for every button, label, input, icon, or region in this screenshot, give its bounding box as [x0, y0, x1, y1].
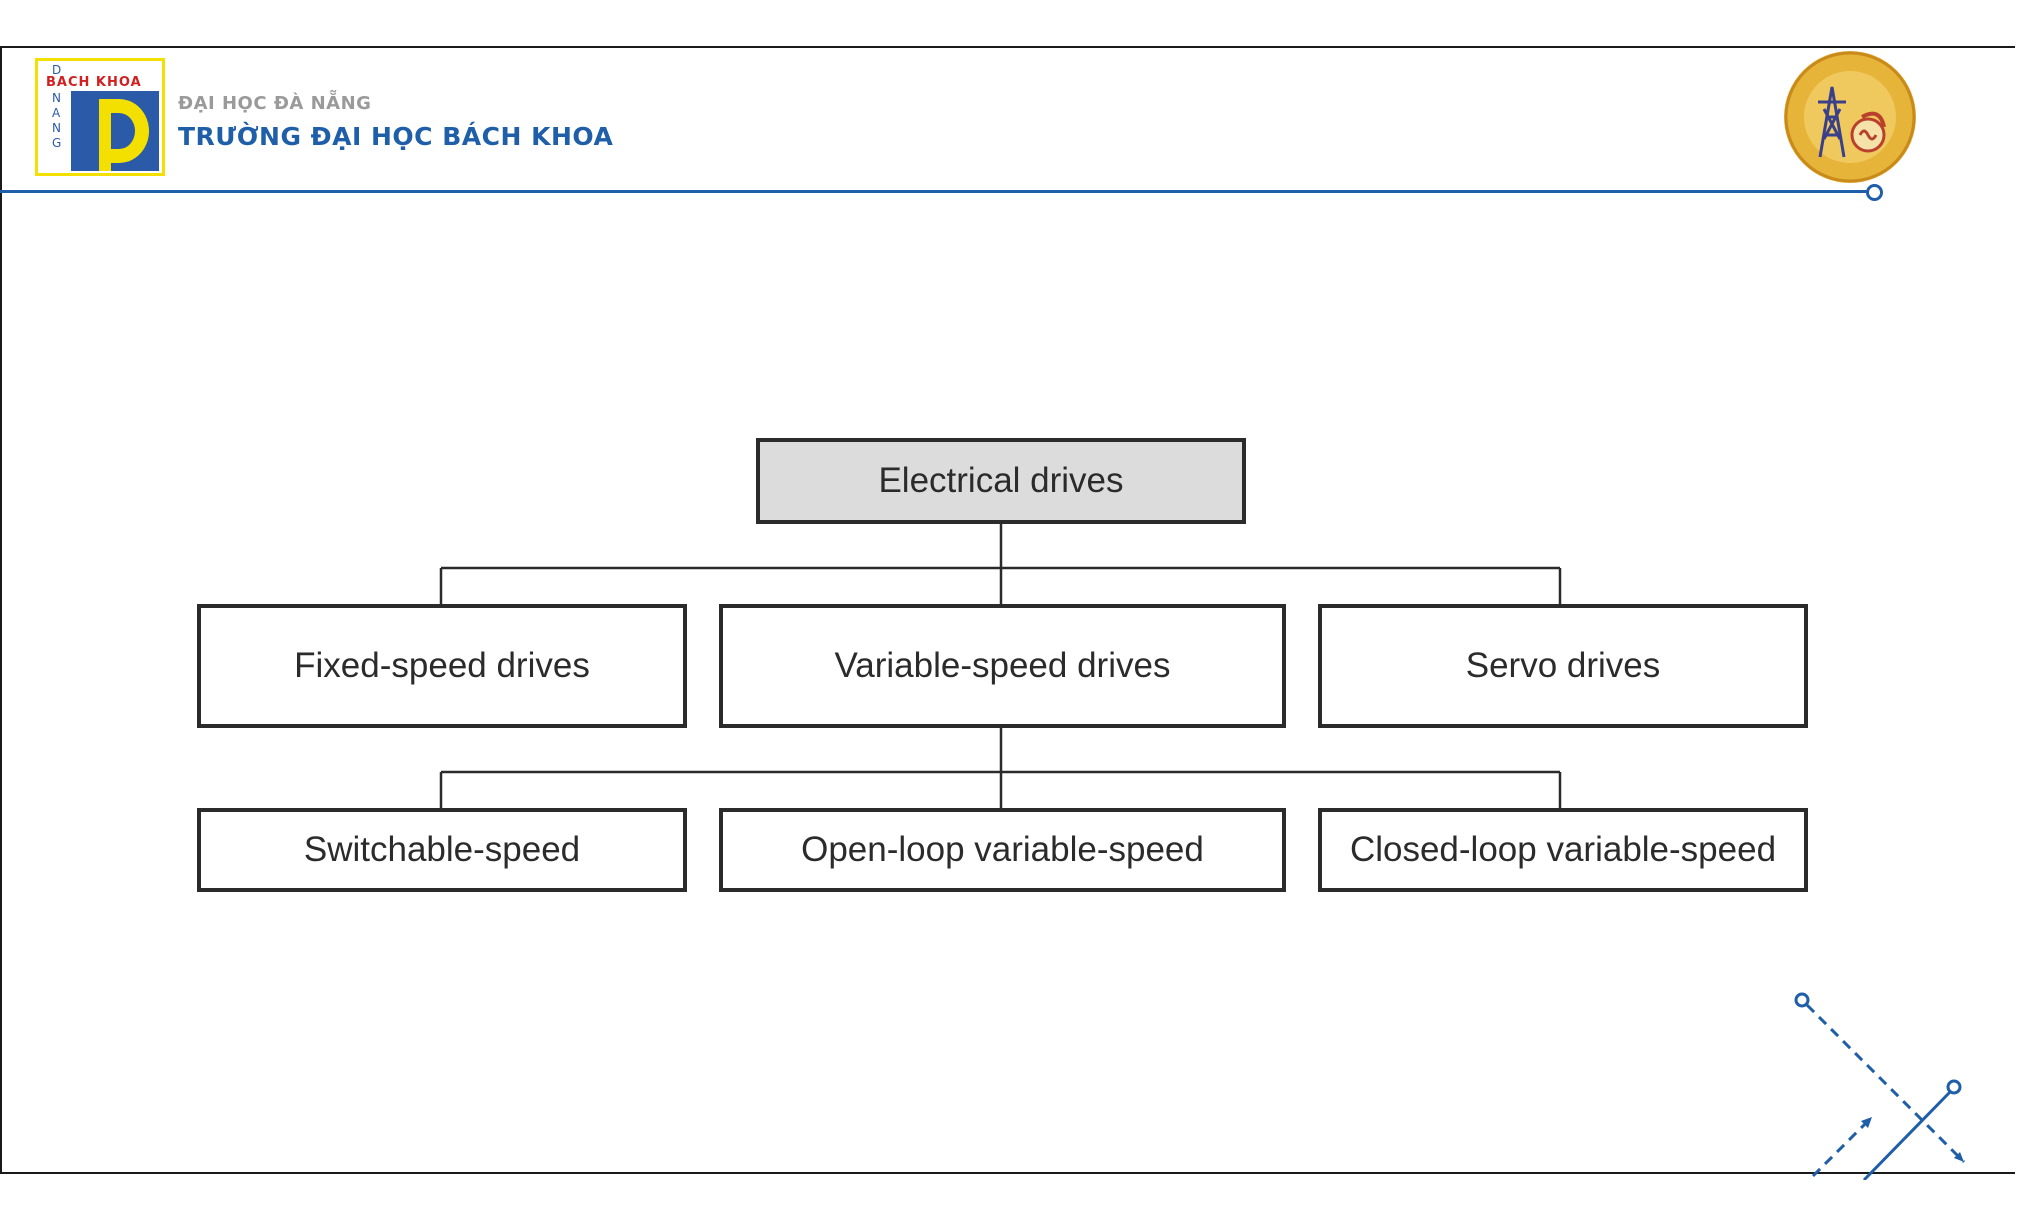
node-variable-speed-drives: Variable-speed drives — [719, 604, 1286, 728]
node-fixed-speed-drives: Fixed-speed drives — [197, 604, 687, 728]
node-closed-loop-variable-speed: Closed-loop variable-speed — [1318, 808, 1808, 892]
node-servo-drives: Servo drives — [1318, 604, 1808, 728]
decorative-arrows-icon — [1780, 980, 1980, 1180]
node-electrical-drives: Electrical drives — [756, 438, 1246, 524]
node-switchable-speed: Switchable-speed — [197, 808, 687, 892]
node-open-loop-variable-speed: Open-loop variable-speed — [719, 808, 1286, 892]
